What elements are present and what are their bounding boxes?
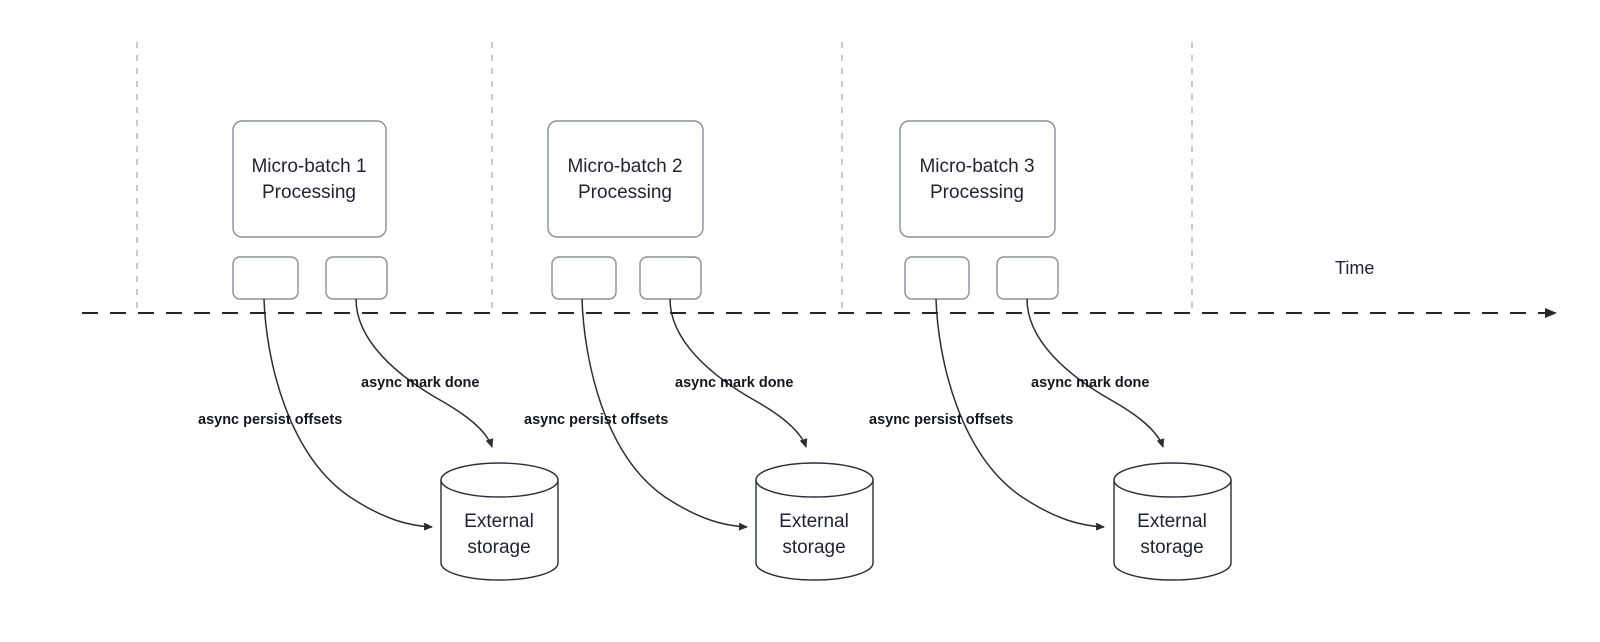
external-storage-3-label-line1: External xyxy=(1137,511,1207,532)
micro-batch-2-markdone-task-box[interactable] xyxy=(639,256,702,300)
micro-batch-2-mark-done-label: async mark done xyxy=(675,375,793,391)
external-storage-3-label-line2: storage xyxy=(1140,537,1203,558)
micro-batch-2-persist-task-box[interactable] xyxy=(551,256,617,300)
micro-batch-3-markdone-task-box[interactable] xyxy=(996,256,1059,300)
micro-batch-3-persist-task-box[interactable] xyxy=(904,256,970,300)
external-storage-1-label-line2: storage xyxy=(467,537,530,558)
micro-batch-2-label-line2: Processing xyxy=(578,182,672,203)
micro-batch-3-label-line1: Micro-batch 3 xyxy=(919,156,1034,177)
micro-batch-1-label-line2: Processing xyxy=(262,182,356,203)
micro-batch-1-mark-done-label: async mark done xyxy=(361,375,479,391)
micro-batch-2-box[interactable] xyxy=(547,120,704,238)
external-storage-1-label-line1: External xyxy=(464,511,534,532)
micro-batch-group-3: Micro-batch 3 Processing async persist o… xyxy=(869,120,1232,581)
external-storage-2-body xyxy=(755,479,874,581)
time-axis-label: Time xyxy=(1335,258,1374,278)
micro-batch-2-persist-offsets-label: async persist offsets xyxy=(524,412,668,428)
external-storage-2[interactable]: External storage xyxy=(755,462,874,581)
external-storage-2-label-line1: External xyxy=(779,511,849,532)
time-axis: Time xyxy=(82,258,1557,318)
external-storage-2-label-line2: storage xyxy=(782,537,845,558)
micro-batch-1-persist-task-box[interactable] xyxy=(232,256,299,300)
micro-batch-3-box[interactable] xyxy=(899,120,1056,238)
tick-lines xyxy=(136,42,1193,313)
micro-batch-2-mark-done-edge xyxy=(669,298,808,448)
micro-batch-3-label-line2: Processing xyxy=(930,182,1024,203)
external-storage-3-body xyxy=(1113,479,1232,581)
micro-batch-group-1: Micro-batch 1 Processing async persist o… xyxy=(198,120,559,581)
external-storage-2-top xyxy=(755,462,874,498)
micro-batch-1-persist-offsets-label: async persist offsets xyxy=(198,412,342,428)
external-storage-1[interactable]: External storage xyxy=(440,462,559,581)
micro-batch-2-label-line1: Micro-batch 2 xyxy=(567,156,682,177)
micro-batch-1-box[interactable] xyxy=(232,120,387,238)
micro-batch-1-markdone-task-box[interactable] xyxy=(325,256,388,300)
micro-batch-3-persist-offsets-label: async persist offsets xyxy=(869,412,1013,428)
micro-batch-3-persist-offsets-edge xyxy=(935,298,1105,531)
external-storage-3[interactable]: External storage xyxy=(1113,462,1232,581)
micro-batch-1-persist-offsets-edge xyxy=(263,298,433,531)
micro-batch-3-mark-done-label: async mark done xyxy=(1031,375,1149,391)
micro-batch-group-2: Micro-batch 2 Processing async persist o… xyxy=(524,120,874,581)
micro-batch-2-persist-offsets-edge xyxy=(581,298,748,531)
micro-batch-1-label-line1: Micro-batch 1 xyxy=(251,156,366,177)
micro-batch-3-mark-done-edge xyxy=(1026,298,1165,448)
external-storage-3-top xyxy=(1113,462,1232,498)
external-storage-1-top xyxy=(440,462,559,498)
micro-batch-1-mark-done-edge xyxy=(355,298,494,448)
external-storage-1-body xyxy=(440,479,559,581)
